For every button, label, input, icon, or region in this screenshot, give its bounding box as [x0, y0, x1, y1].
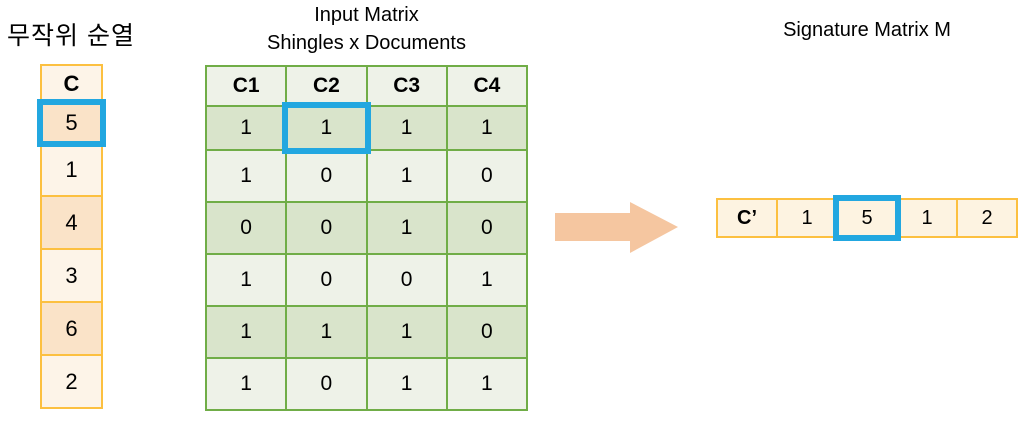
- matrix-cell: 1: [365, 305, 448, 359]
- permutation-cell: 5: [37, 99, 106, 147]
- matrix-cell: 1: [205, 105, 288, 151]
- matrix-cell: 1: [205, 357, 288, 411]
- signature-cell: 1: [776, 198, 838, 238]
- matrix-cell: 1: [205, 149, 288, 203]
- permutation-cell: 1: [40, 142, 103, 197]
- permutation-cell: 2: [40, 354, 103, 409]
- signature-cell: 5: [833, 195, 901, 241]
- matrix-cell: 0: [445, 305, 528, 359]
- matrix-cell: 1: [205, 305, 288, 359]
- matrix-cell: 0: [285, 253, 368, 307]
- arrow-right-icon: [552, 199, 682, 255]
- permutation-cell: 3: [40, 248, 103, 303]
- matrix-cell: 1: [205, 253, 288, 307]
- matrix-cell: 1: [365, 201, 448, 255]
- signature-header-cell: C’: [716, 198, 778, 238]
- matrix-cell: 1: [445, 105, 528, 151]
- signature-cell: 2: [956, 198, 1018, 238]
- matrix-cell: 1: [365, 105, 448, 151]
- signature-matrix-title: Signature Matrix M: [783, 19, 951, 41]
- matrix-cell: 1: [365, 357, 448, 411]
- permutation-cell: 4: [40, 195, 103, 250]
- matrix-cell: 0: [205, 201, 288, 255]
- input-matrix-title-line2: Shingles x Documents: [267, 32, 466, 54]
- matrix-column-header: C3: [365, 65, 448, 107]
- matrix-cell: 1: [365, 149, 448, 203]
- matrix-cell: 1: [445, 357, 528, 411]
- matrix-column-header: C2: [285, 65, 368, 107]
- matrix-cell: 0: [365, 253, 448, 307]
- matrix-cell: 0: [285, 201, 368, 255]
- permutation-header-cell: C: [40, 64, 103, 104]
- matrix-cell: 0: [445, 201, 528, 255]
- matrix-cell: 1: [282, 102, 371, 154]
- matrix-cell: 0: [285, 357, 368, 411]
- input-matrix-title: Input Matrix Shingles x Documents: [205, 1, 528, 57]
- matrix-cell: 1: [285, 305, 368, 359]
- matrix-cell: 0: [285, 149, 368, 203]
- input-matrix-title-line1: Input Matrix: [314, 4, 419, 26]
- random-permutation-title: 무작위 순열: [7, 22, 135, 50]
- permutation-cell: 6: [40, 301, 103, 356]
- matrix-column-header: C4: [445, 65, 528, 107]
- matrix-cell: 1: [445, 253, 528, 307]
- matrix-column-header: C1: [205, 65, 288, 107]
- matrix-cell: 0: [445, 149, 528, 203]
- signature-cell: 1: [896, 198, 958, 238]
